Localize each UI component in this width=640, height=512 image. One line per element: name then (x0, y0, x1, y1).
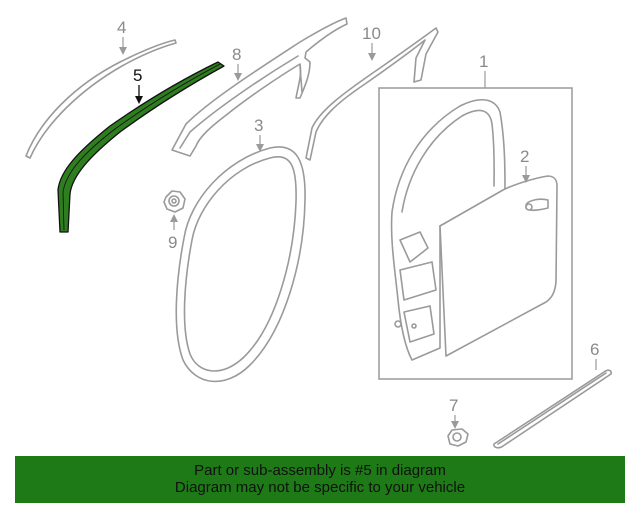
svg-text:8: 8 (232, 45, 241, 64)
notice-banner: Part or sub-assembly is #5 in diagram Di… (15, 456, 625, 503)
svg-text:7: 7 (449, 396, 458, 415)
part-3-door-seal (175, 146, 306, 383)
callout-3: 3 (254, 116, 264, 152)
part-8-frame-molding (171, 17, 348, 157)
callout-6: 6 (590, 340, 599, 370)
callout-1: 1 (479, 52, 488, 88)
part-6-lower-molding (493, 369, 612, 449)
part-5-weatherstrip (57, 61, 225, 233)
callout-10: 10 (362, 24, 381, 61)
callout-8: 8 (232, 45, 242, 81)
callout-2: 2 (520, 147, 530, 183)
svg-text:10: 10 (362, 24, 381, 43)
part-4-molding (25, 39, 177, 159)
svg-text:9: 9 (168, 233, 177, 252)
callout-5: 5 (133, 66, 143, 104)
callout-7: 7 (449, 396, 459, 429)
svg-text:4: 4 (117, 18, 126, 37)
part-1-door-assembly (378, 87, 573, 380)
svg-text:3: 3 (254, 116, 263, 135)
callout-9: 9 (168, 214, 178, 252)
notice-line-1: Part or sub-assembly is #5 in diagram (194, 462, 446, 479)
svg-text:5: 5 (133, 66, 142, 85)
part-9-nut (163, 190, 186, 213)
svg-text:1: 1 (479, 52, 488, 71)
notice-line-2: Diagram may not be specific to your vehi… (174, 479, 466, 496)
part-7-clip (447, 428, 469, 447)
callout-4: 4 (117, 18, 127, 55)
svg-text:2: 2 (520, 147, 529, 166)
svg-text:6: 6 (590, 340, 599, 359)
part-10-frame-molding (305, 27, 439, 161)
